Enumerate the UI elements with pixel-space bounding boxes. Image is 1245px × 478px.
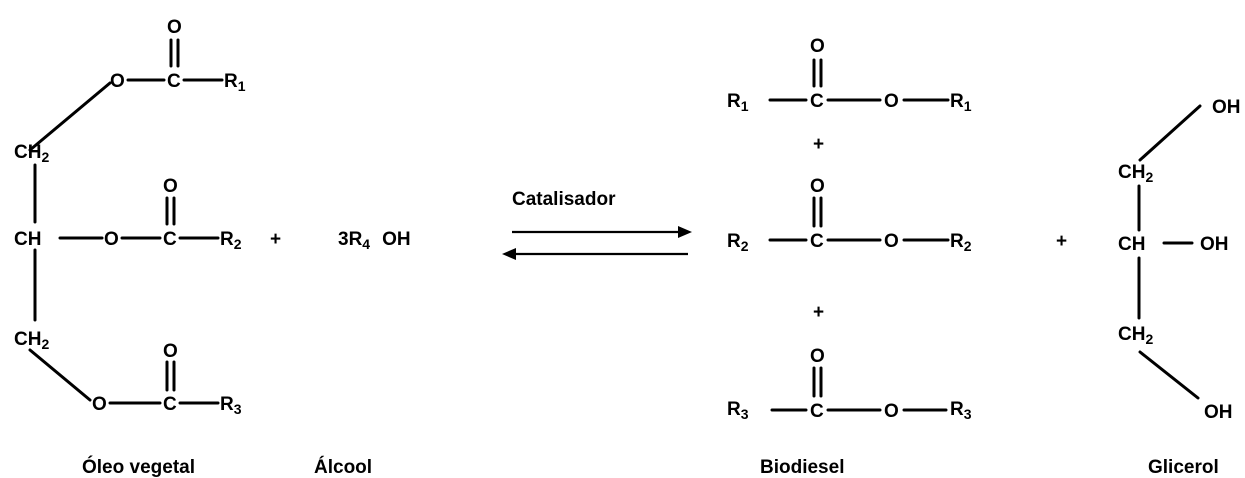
reverse-arrowhead-icon <box>502 248 516 260</box>
catalyst-label: Catalisador <box>512 189 616 210</box>
oxygen-atom: O <box>163 341 178 362</box>
r2-group: R2 <box>727 231 749 254</box>
ch2-group: CH2 <box>14 329 49 352</box>
r1-group: R1 <box>950 91 972 114</box>
plus-sign: + <box>813 302 824 323</box>
alcohol-label: Álcool <box>314 456 372 478</box>
r3-group: R3 <box>950 399 972 422</box>
ch-group: CH <box>1118 234 1145 255</box>
carbon-atom: C <box>163 394 177 415</box>
bond <box>28 81 112 152</box>
r1-group: R1 <box>727 91 749 114</box>
bond <box>1138 104 1202 162</box>
bond <box>1138 350 1200 400</box>
plus-sign: + <box>813 134 824 155</box>
r2-group: R2 <box>220 229 242 252</box>
ch2-group: CH2 <box>1118 324 1153 347</box>
hydroxyl-group: OH <box>1212 97 1241 118</box>
carbon-atom: C <box>163 229 177 250</box>
carbon-atom: C <box>810 91 824 112</box>
bond <box>28 348 92 402</box>
hydroxyl-group: OH <box>1204 402 1233 423</box>
double-bond <box>165 196 176 226</box>
r3-group: R3 <box>220 394 242 417</box>
carbon-atom: C <box>810 401 824 422</box>
glycerol-label: Glicerol <box>1148 457 1219 478</box>
carbon-atom: C <box>167 71 181 92</box>
oxygen-atom: O <box>92 394 107 415</box>
plus-sign: + <box>270 229 281 250</box>
biodiesel-label: Biodiesel <box>760 457 844 478</box>
ch-group: CH <box>14 229 41 250</box>
triglyceride-molecule: CH2 CH CH2 O C R1 O O C R2 O O C R3 O <box>14 17 246 417</box>
oxygen-atom: O <box>884 91 899 112</box>
r3-group: R3 <box>727 399 749 422</box>
oxygen-atom: O <box>167 17 182 38</box>
double-bond <box>169 38 180 68</box>
equilibrium-arrows: Catalisador <box>502 189 692 260</box>
r1-group: R1 <box>224 71 246 94</box>
hydroxyl-group: OH <box>1200 234 1229 255</box>
plus-sign: + <box>1056 231 1067 252</box>
oxygen-atom: O <box>163 176 178 197</box>
biodiesel-esters: R1 C O R1 O + R2 C O R2 O + R3 C O R3 O <box>727 36 972 422</box>
double-bond <box>812 196 823 228</box>
ch2-group: CH2 <box>14 142 49 165</box>
forward-arrowhead-icon <box>678 226 692 238</box>
r2-group: R2 <box>950 231 972 254</box>
double-bond <box>812 366 823 398</box>
double-bond <box>812 58 823 88</box>
carbon-atom: C <box>810 231 824 252</box>
oxygen-atom: O <box>810 36 825 57</box>
double-bond <box>165 360 176 392</box>
oil-label: Óleo vegetal <box>82 456 195 478</box>
oxygen-atom: O <box>110 71 125 92</box>
oxygen-atom: O <box>810 346 825 367</box>
oxygen-atom: O <box>104 229 119 250</box>
oxygen-atom: O <box>884 231 899 252</box>
ch2-group: CH2 <box>1118 162 1153 185</box>
oxygen-atom: O <box>810 176 825 197</box>
glycerol-molecule: OH CH2 CH OH CH2 OH <box>1118 97 1241 423</box>
oxygen-atom: O <box>884 401 899 422</box>
